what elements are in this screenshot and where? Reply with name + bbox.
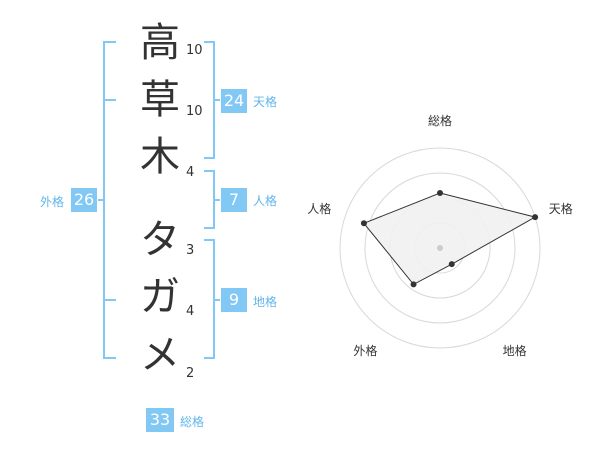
jinkaku-value: 7	[221, 188, 247, 212]
stroke-count-5: 4	[186, 304, 195, 319]
radar-axis-label-1: 総格	[427, 114, 452, 128]
radar-center-dot	[437, 245, 443, 251]
radar-point-1	[437, 190, 443, 196]
name-char-6: メ	[140, 332, 180, 378]
stroke-count-1: 10	[186, 43, 203, 58]
stroke-count-6: 2	[186, 366, 195, 381]
tenkaku-label: 天格	[253, 95, 278, 109]
chikaku-label: 地格	[253, 295, 278, 309]
name-char-4: タ	[140, 217, 180, 263]
gaikaku-label: 外格	[40, 195, 65, 209]
jinkaku-label: 人格	[253, 194, 278, 208]
soukaku-value: 33	[146, 408, 174, 432]
radar-ring	[339, 147, 541, 349]
radar-point-2	[532, 214, 539, 221]
radar-axis-label-5: 人格	[307, 201, 332, 216]
name-char-1: 高	[140, 20, 180, 66]
radar-point-3	[448, 261, 455, 268]
stroke-count-4: 3	[186, 243, 195, 258]
radar-point-4	[410, 281, 417, 288]
stroke-count-2: 10	[186, 104, 203, 119]
name-char-5: ガ	[140, 274, 180, 320]
chikaku-value: 9	[221, 288, 247, 312]
name-char-2: 草	[140, 77, 180, 123]
radar-axis-label-3: 地格	[502, 343, 527, 358]
soukaku-label: 総格	[180, 415, 205, 429]
gaikaku-value: 26	[71, 188, 97, 212]
tenkaku-value: 24	[221, 89, 247, 113]
radar-axis-label-4: 外格	[353, 343, 378, 358]
radar-point-5	[360, 220, 367, 227]
radar-area	[363, 192, 537, 286]
name-char-3: 木	[140, 134, 180, 180]
radar-ring	[364, 172, 516, 324]
stroke-count-3: 4	[186, 165, 195, 180]
radar-axis-label-2: 天格	[548, 201, 573, 216]
